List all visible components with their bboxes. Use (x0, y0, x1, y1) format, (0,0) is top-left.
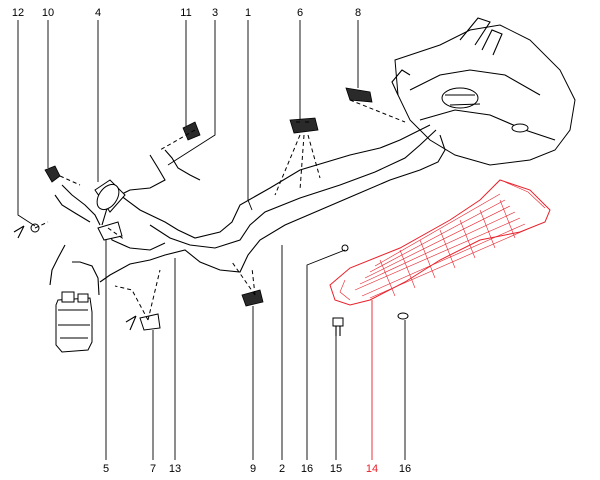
bracket-7 (139, 313, 161, 331)
nut-16-lower (397, 312, 409, 320)
callout-2: 2 (279, 463, 285, 475)
callout-13: 13 (169, 463, 181, 475)
callout-1: 1 (245, 7, 251, 19)
callout-16-right: 16 (399, 463, 411, 475)
callout-6: 6 (297, 7, 303, 19)
bracket-5 (97, 221, 123, 241)
callout-8: 8 (355, 7, 361, 19)
canister (55, 291, 93, 353)
callout-7: 7 (150, 463, 156, 475)
heat-shield-14 (329, 179, 551, 306)
nut-16-upper (341, 244, 349, 252)
clip-9 (241, 289, 264, 307)
callout-10: 10 (42, 7, 54, 19)
callout-5: 5 (103, 463, 109, 475)
callout-labels: 12 10 4 11 3 1 6 8 5 7 13 9 2 16 15 14 1… (12, 7, 411, 475)
fuel-filter (94, 179, 126, 213)
bracket-clip-10 (44, 165, 61, 183)
screw-15 (332, 317, 344, 336)
callout-11: 11 (180, 7, 191, 19)
callout-9: 9 (250, 463, 256, 475)
callout-15: 15 (330, 463, 342, 475)
callout-3: 3 (212, 7, 218, 19)
callout-14: 14 (366, 463, 378, 475)
callout-16-left: 16 (301, 463, 313, 475)
fuel-pipes (49, 124, 446, 296)
callout-12: 12 (12, 7, 24, 19)
leader-lines (17, 20, 406, 460)
assembly-lines (34, 99, 406, 321)
connector-8 (345, 87, 373, 103)
fuel-tank (391, 17, 576, 166)
clip-11 (182, 121, 201, 141)
callout-4: 4 (95, 7, 101, 19)
clip-6 (289, 117, 319, 134)
